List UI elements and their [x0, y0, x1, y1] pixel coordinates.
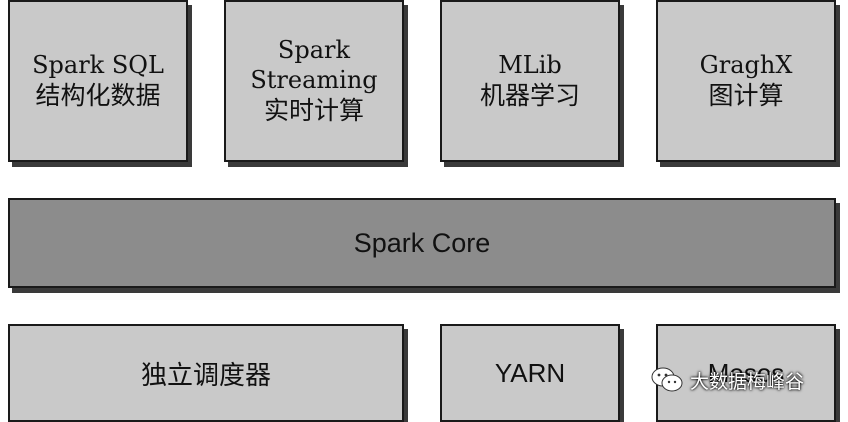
graphx-title: GraghX — [699, 51, 793, 79]
spark-core-label: Spark Core — [353, 227, 491, 258]
mlib-box: MLib 机器学习 — [440, 0, 620, 162]
mesos-box: Mesos — [656, 324, 836, 422]
standalone-scheduler-label: 独立调度器 — [140, 360, 271, 391]
spark-streaming-subtitle: 实时计算 — [263, 96, 364, 125]
spark-core-box: Spark Core — [8, 198, 836, 288]
graphx-box: GraghX 图计算 — [656, 0, 836, 162]
mlib-title: MLib — [498, 51, 562, 79]
yarn-label: YARN — [494, 357, 566, 388]
spark-sql-box: Spark SQL 结构化数据 — [8, 0, 188, 162]
wechat-icon — [650, 366, 684, 394]
spark-sql-title: Spark SQL — [32, 51, 164, 79]
spark-sql-subtitle: 结构化数据 — [35, 81, 161, 110]
spark-streaming-title-line1: Spark — [277, 36, 351, 64]
mlib-subtitle: 机器学习 — [479, 81, 580, 110]
spark-streaming-title-line2: Streaming — [250, 66, 378, 94]
yarn-box: YARN — [440, 324, 620, 422]
watermark: 大数据梅峰谷 — [650, 366, 804, 394]
spark-streaming-box: Spark Streaming 实时计算 — [224, 0, 404, 162]
watermark-text: 大数据梅峰谷 — [690, 370, 805, 393]
mesos-label: Mesos — [707, 357, 785, 388]
standalone-scheduler-box: 独立调度器 — [8, 324, 404, 422]
graphx-subtitle: 图计算 — [708, 81, 784, 110]
